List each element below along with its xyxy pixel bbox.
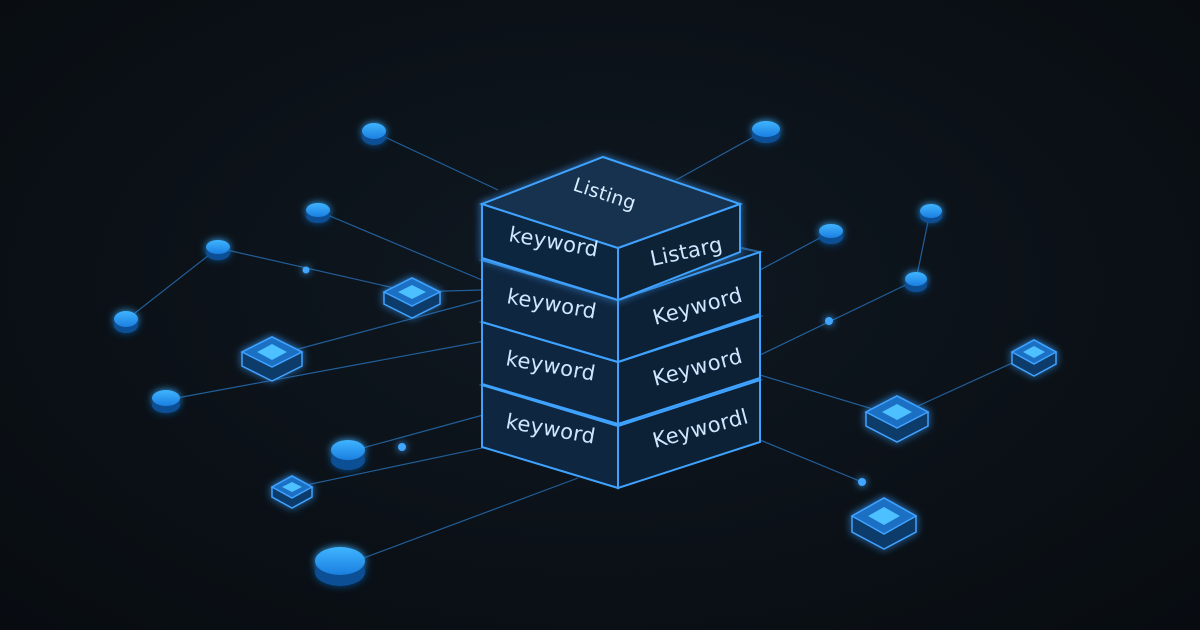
round-node-icon	[905, 272, 927, 292]
stack-layer-1: Listing keyword Listarg	[479, 155, 744, 302]
connector-line	[759, 279, 917, 356]
round-node-icon	[362, 123, 386, 145]
round-node-icon	[331, 440, 365, 470]
connector-line	[317, 210, 483, 281]
round-nodes	[114, 121, 942, 586]
connector-line	[915, 211, 931, 281]
small-dots	[302, 266, 866, 486]
round-node-icon	[152, 390, 180, 413]
square-node-icon	[850, 497, 918, 550]
connector-line	[347, 411, 495, 453]
connector-line	[759, 439, 863, 483]
connector-line	[217, 247, 413, 293]
round-node-icon	[206, 240, 230, 260]
connector-line	[341, 477, 579, 567]
square-node-icon	[1010, 339, 1058, 377]
square-nodes	[240, 277, 1058, 550]
connector-line	[895, 353, 1033, 417]
round-node-icon	[920, 204, 942, 223]
small-dot-icon	[302, 266, 310, 274]
round-node-icon	[752, 121, 780, 143]
connector-line	[759, 231, 832, 271]
connector-line	[675, 129, 767, 181]
square-node-icon	[240, 336, 304, 382]
small-dot-icon	[398, 443, 406, 451]
connector-line	[373, 131, 499, 191]
square-node-icon	[864, 395, 930, 443]
round-node-icon	[315, 547, 365, 586]
round-node-icon	[114, 311, 138, 333]
connector-line	[271, 299, 483, 357]
keyword-stack: keyword Keywordl keyword Keyword keyword…	[478, 155, 764, 490]
round-node-icon	[819, 224, 843, 244]
small-dot-icon	[858, 478, 866, 486]
square-node-icon	[382, 277, 442, 319]
square-node-icon	[270, 475, 314, 509]
round-node-icon	[306, 203, 330, 223]
connector-line	[125, 247, 219, 321]
connector-line	[165, 339, 491, 401]
small-dot-icon	[825, 317, 833, 325]
